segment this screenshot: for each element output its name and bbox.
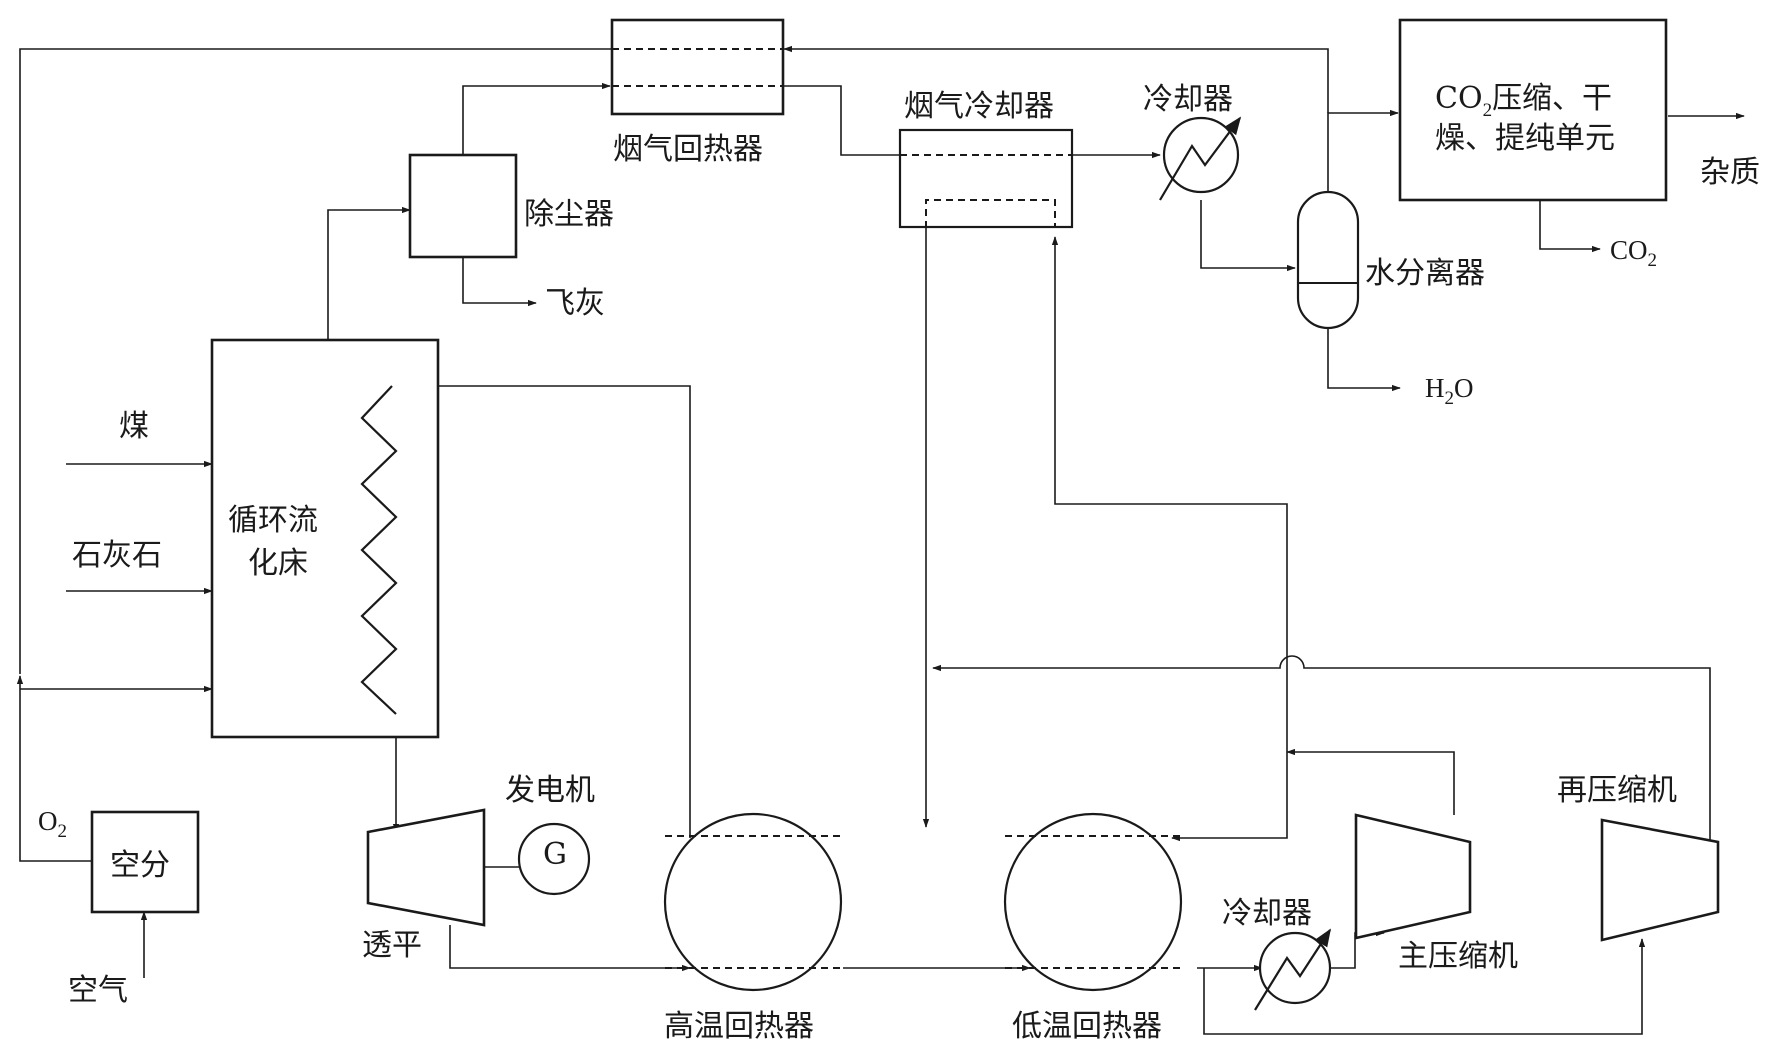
flue-gas-cooler bbox=[898, 128, 1074, 229]
air-label: 空气 bbox=[68, 973, 128, 1008]
fly-ash-line bbox=[462, 258, 537, 307]
recuperator-to-cooler bbox=[784, 85, 900, 156]
lt-to-top-right bbox=[1171, 752, 1288, 842]
separator-to-co2unit bbox=[1327, 109, 1399, 200]
dust-to-recuperator bbox=[462, 82, 611, 155]
flue-gas-recuperator bbox=[610, 18, 785, 116]
water-separator-label: 水分离器 bbox=[1365, 256, 1485, 291]
asu-label: 空分 bbox=[110, 848, 170, 883]
o2-o: O bbox=[38, 806, 58, 836]
flow-lines bbox=[16, 45, 1745, 1035]
h2o-label: H2O bbox=[1425, 373, 1474, 409]
cooler-to-separator bbox=[1200, 200, 1296, 272]
cfb-to-dust bbox=[327, 206, 411, 340]
co2-output-co: CO bbox=[1610, 235, 1648, 265]
recycle-line-left bbox=[19, 48, 612, 674]
lt-to-recompressor bbox=[1203, 938, 1646, 1035]
o2-line bbox=[19, 718, 92, 862]
cooler-top-label: 冷却器 bbox=[1143, 82, 1233, 117]
h2o-o: O bbox=[1454, 373, 1474, 403]
cfb-label-line-1: 循环流 bbox=[228, 503, 318, 538]
heating-coil bbox=[360, 385, 398, 715]
co2-compression-unit bbox=[1398, 18, 1668, 202]
cooler-bottom bbox=[1254, 928, 1332, 1011]
air-separation-unit bbox=[90, 810, 200, 914]
lt-recuperator-label: 低温回热器 bbox=[1012, 1009, 1162, 1044]
co2-out-line bbox=[1539, 200, 1601, 253]
co2-unit-line-1: CO2压缩、干 bbox=[1435, 81, 1612, 121]
recycle-line-top bbox=[783, 45, 1329, 113]
fly-ash-label: 飞灰 bbox=[545, 286, 605, 321]
co2-output-subscript: 2 bbox=[1648, 250, 1658, 271]
maincomp-out bbox=[1286, 748, 1455, 815]
ht-to-cfb-coil bbox=[411, 382, 691, 838]
dust-collector bbox=[408, 153, 518, 259]
co2-unit-co: CO bbox=[1435, 81, 1483, 116]
recompressor bbox=[1600, 818, 1720, 942]
cooler-bottom-label: 冷却器 bbox=[1222, 896, 1312, 931]
limestone-label: 石灰石 bbox=[72, 538, 162, 573]
generator-symbol: G bbox=[543, 837, 567, 872]
o2-label: O2 bbox=[38, 806, 67, 842]
co2-output-label: CO2 bbox=[1610, 235, 1657, 271]
turbine-exhaust bbox=[449, 925, 691, 972]
circulating-fluidized-bed bbox=[210, 338, 440, 739]
co2-unit-rest: 压缩、干 bbox=[1492, 81, 1612, 116]
generator bbox=[517, 822, 591, 896]
cooler-top bbox=[1159, 116, 1242, 201]
main-compressor-label: 主压缩机 bbox=[1398, 939, 1518, 974]
h2o-line bbox=[1327, 322, 1401, 392]
coal-label: 煤 bbox=[119, 409, 149, 444]
co2-unit-line-2: 燥、提纯单元 bbox=[1435, 121, 1615, 156]
low-temperature-recuperator bbox=[1003, 812, 1183, 992]
main-compressor bbox=[1354, 813, 1472, 940]
ht-recuperator-label: 高温回热器 bbox=[664, 1009, 814, 1044]
ht-to-fgcooler bbox=[1051, 236, 1288, 752]
impurities-label: 杂质 bbox=[1700, 155, 1760, 190]
water-separator bbox=[1296, 190, 1360, 330]
h2o-subscript: 2 bbox=[1445, 388, 1455, 409]
recompressor-label: 再压缩机 bbox=[1557, 773, 1677, 808]
recompressor-out bbox=[932, 655, 1711, 860]
turbine bbox=[366, 808, 486, 927]
dust-collector-label: 除尘器 bbox=[524, 197, 614, 232]
flue-gas-recuperator-label: 烟气回热器 bbox=[613, 132, 763, 167]
turbine-label: 透平 bbox=[362, 928, 422, 963]
flue-gas-cooler-label: 烟气冷却器 bbox=[904, 89, 1054, 124]
h2o-h: H bbox=[1425, 373, 1445, 403]
o2-subscript: 2 bbox=[58, 821, 68, 842]
generator-label: 发电机 bbox=[505, 773, 595, 808]
co2-unit-subscript: 2 bbox=[1483, 100, 1493, 121]
high-temperature-recuperator bbox=[663, 812, 843, 992]
cfb-label-line-2: 化床 bbox=[248, 546, 308, 581]
